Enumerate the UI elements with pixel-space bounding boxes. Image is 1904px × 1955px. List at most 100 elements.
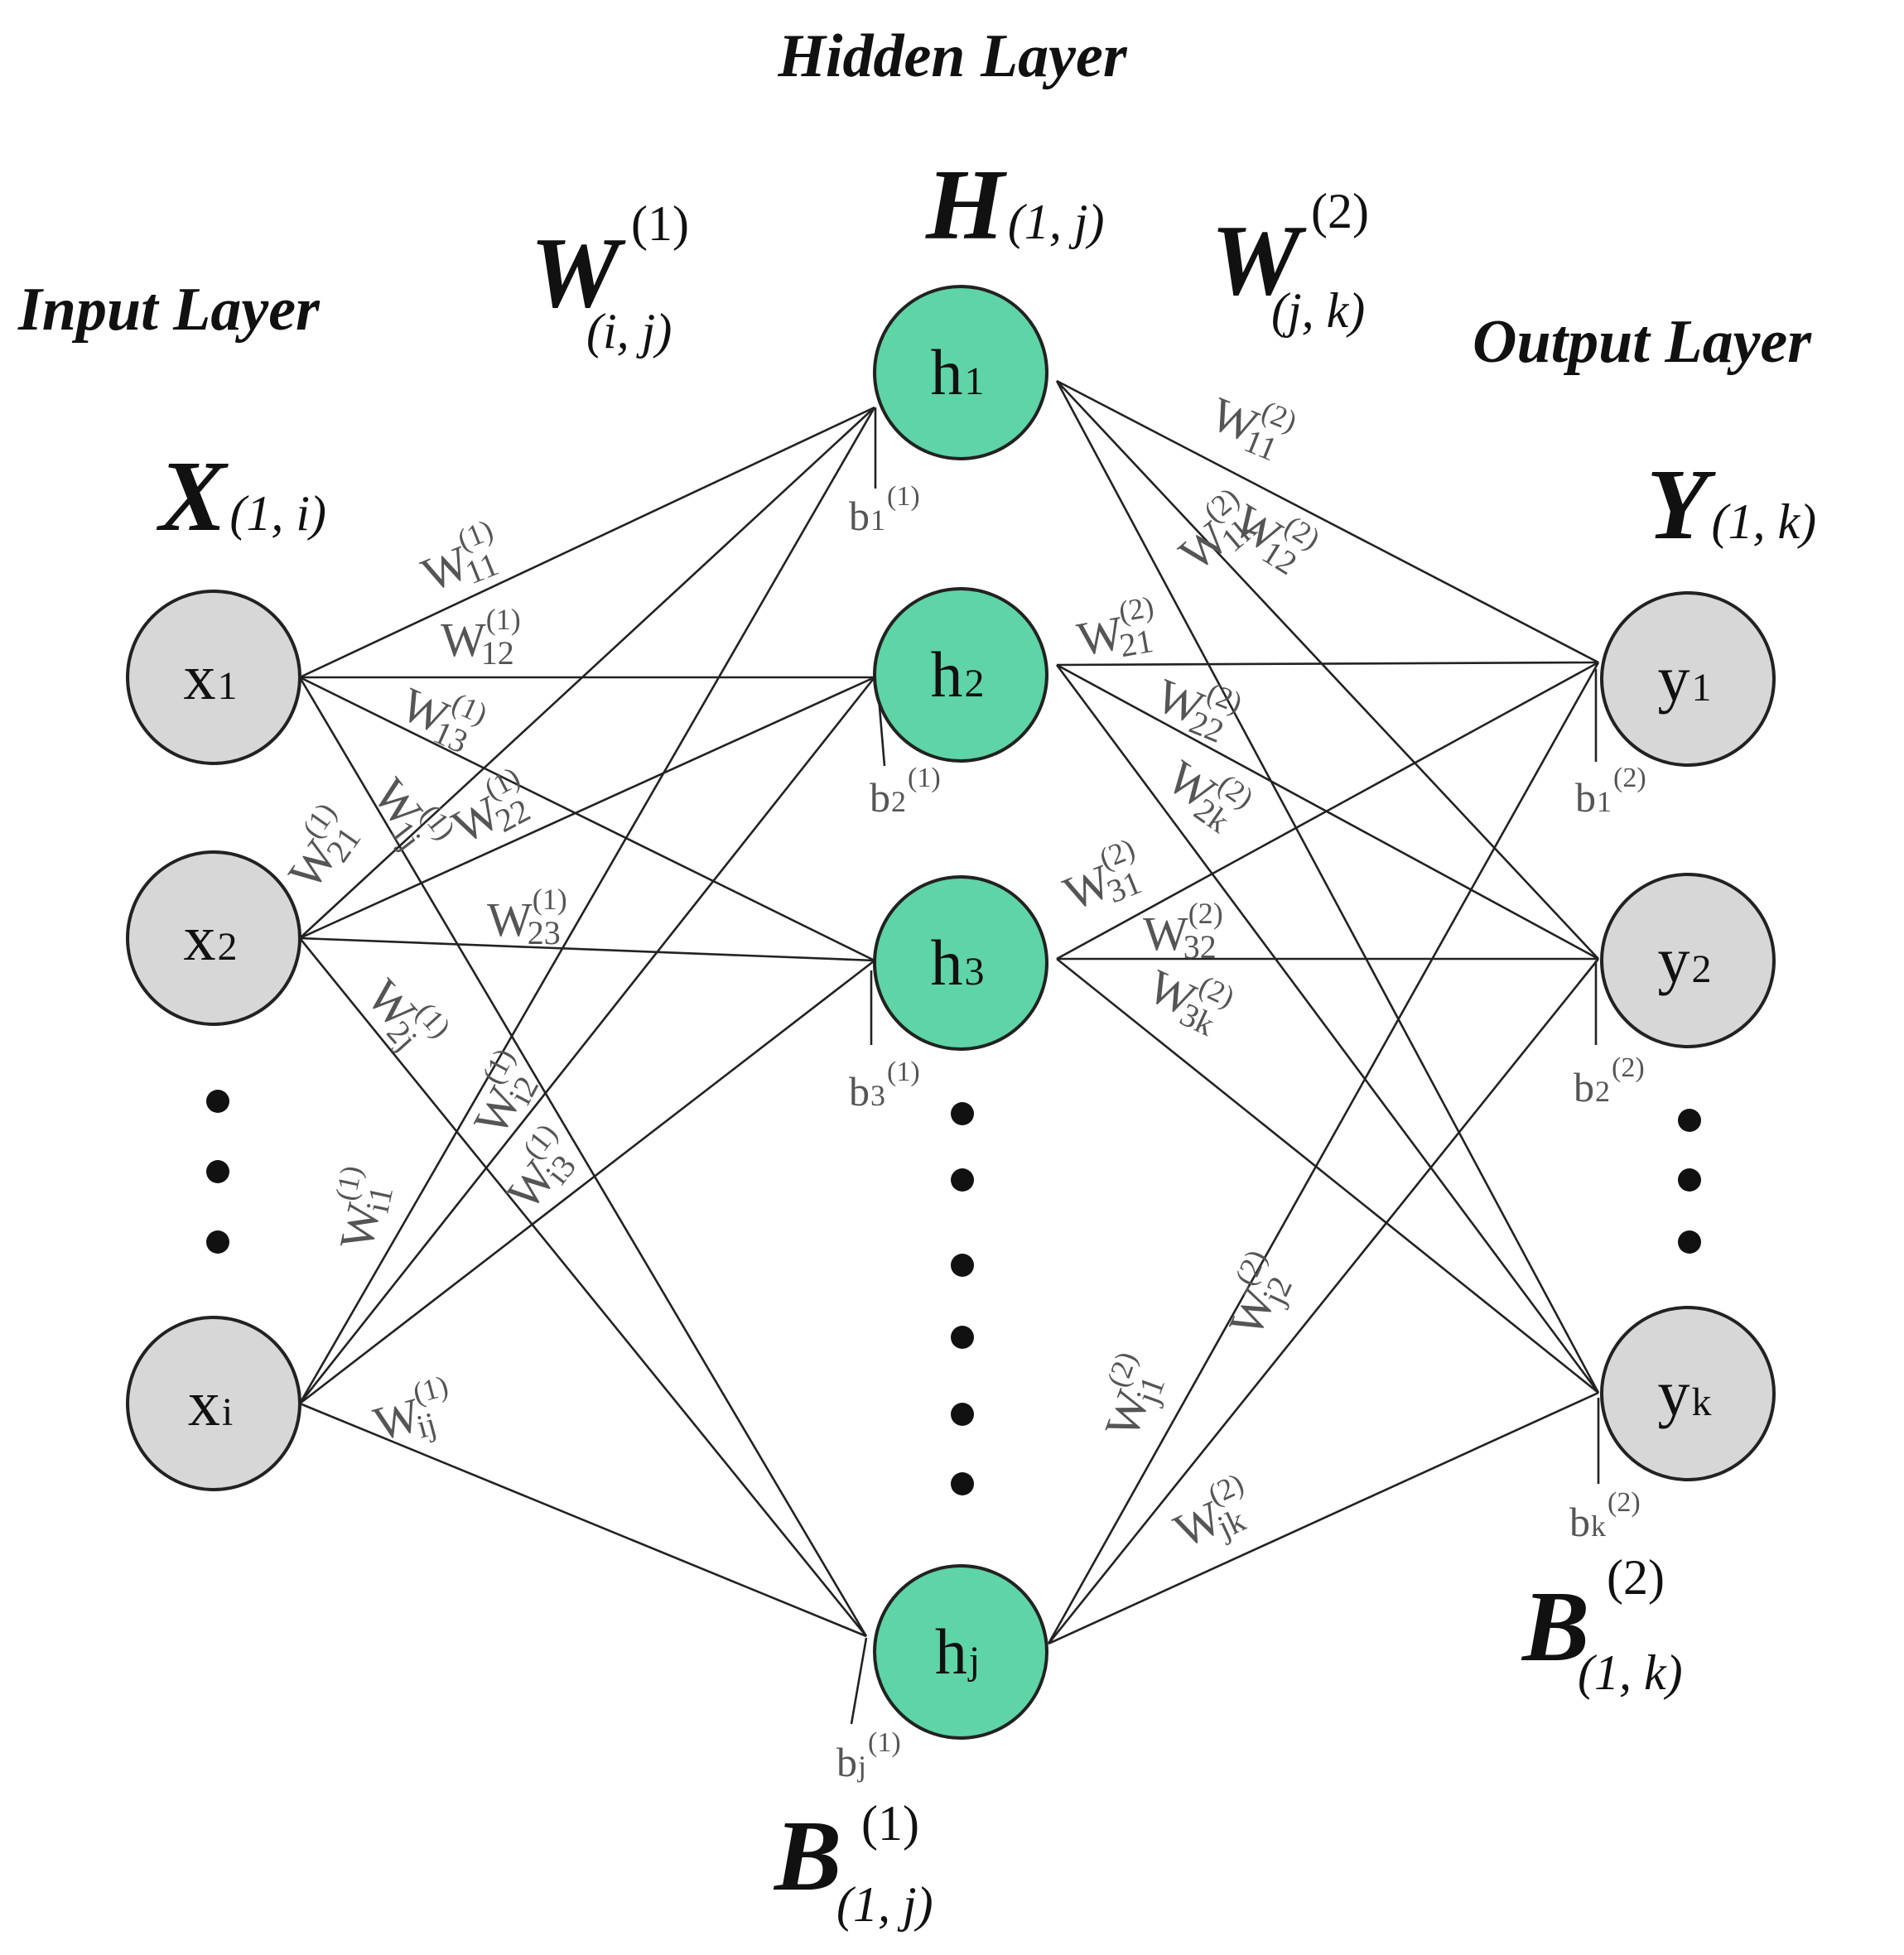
bias-label-b1-2: b1(2) <box>1575 763 1646 821</box>
bias-main: b <box>870 774 890 821</box>
node-xi-sub: i <box>222 1390 233 1434</box>
node-y2: y2 <box>1600 873 1776 1048</box>
ellipsis-dot-2 <box>206 1160 229 1183</box>
node-hj-sub: j <box>967 1639 980 1683</box>
node-h3-main: h <box>931 927 963 999</box>
weight-main: W <box>1073 605 1127 667</box>
edge-x2-hj <box>298 937 868 1637</box>
matrix-w2-sub: (j, k) <box>1271 283 1365 338</box>
matrix-b2-label: B (2) (1, k) <box>1521 1550 1683 1700</box>
matrix-w2-sup: (2) <box>1311 184 1369 238</box>
bias-sub: k <box>1591 1510 1606 1543</box>
node-x1-circle <box>126 590 301 765</box>
weight-label-wi1-1: W(1)i1 <box>319 1163 402 1255</box>
node-yk: yk <box>1600 1306 1776 1481</box>
node-x2-sub: 2 <box>218 925 238 969</box>
node-h1-sub: 1 <box>965 359 985 403</box>
weight-sup: (1) <box>329 1163 369 1203</box>
weight-label-wj1-2: W(2)j1 <box>1085 1347 1177 1446</box>
matrix-w2-label: W (2) (j, k) <box>1211 184 1369 338</box>
bias-ticks <box>850 407 1600 1725</box>
matrix-h-main: H <box>925 149 1007 261</box>
edge-h3-y1 <box>1056 661 1599 961</box>
edge-hj-y2 <box>1047 958 1600 1644</box>
node-y1: y1 <box>1600 591 1776 767</box>
bias-tick-hj <box>850 1637 868 1725</box>
node-x2-label: x2 <box>184 902 238 974</box>
edge-h1-yk <box>1055 380 1600 1394</box>
bias-main: b <box>849 1068 870 1115</box>
edge-xi-h3 <box>299 959 875 1405</box>
edge-x2-h2 <box>299 676 875 940</box>
weight-sub: 21 <box>1116 622 1155 664</box>
weight-label-w32-2: W(2)32 <box>1143 897 1223 965</box>
weight-sup: (2) <box>1188 897 1223 930</box>
node-hj-main: h <box>935 1616 967 1688</box>
node-y2-sub: 2 <box>1692 947 1712 991</box>
node-xi-main: x <box>188 1367 220 1439</box>
connection-lines <box>298 379 1600 1645</box>
bias-labels: b1(1)b2(1)b3(1)bj(1)b1(2)b2(2)bk(2) <box>836 481 1646 1785</box>
matrix-y-sub: (1, k) <box>1712 494 1817 549</box>
weight-sub: 32 <box>1183 928 1217 965</box>
node-x1-main: x <box>184 641 216 713</box>
bias-main: b <box>1574 1064 1594 1110</box>
bias-sup: (1) <box>887 1057 920 1087</box>
bias-label-bk-2: bk(2) <box>1569 1487 1641 1545</box>
node-hj: hj <box>873 1564 1048 1740</box>
edge-xi-h1 <box>298 407 876 1404</box>
hidden-layer-title: Hidden Layer <box>777 22 1128 90</box>
weight-label-w11-1: W(1)11 <box>411 513 511 606</box>
edge-h1-y2 <box>1056 380 1599 960</box>
weight-main: W <box>441 613 486 667</box>
matrix-b2-sub: (1, k) <box>1578 1645 1683 1700</box>
ellipsis-dot-4 <box>951 1102 974 1125</box>
edge-hj-yk <box>1048 1391 1599 1645</box>
bias-main: b <box>836 1739 857 1785</box>
node-y1-circle <box>1600 591 1776 767</box>
weight-sup: (1) <box>533 883 567 916</box>
weight-label-w11-2: W(2)11 <box>1202 378 1302 471</box>
matrix-w1-sup: (1) <box>631 196 689 251</box>
node-y1-main: y <box>1658 643 1690 715</box>
weight-label-w31-2: W(2)31 <box>1053 831 1153 925</box>
matrix-b2-sup: (2) <box>1607 1550 1665 1605</box>
ellipsis-dot-11 <box>1678 1168 1701 1192</box>
weight-sup: (2) <box>1116 590 1156 628</box>
node-h3: h3 <box>873 875 1048 1051</box>
ellipsis-dots <box>206 1090 1701 1495</box>
node-x1-label: x1 <box>184 641 238 713</box>
weight-label-w13-1: W(1)13 <box>391 668 492 763</box>
edge-xi-hj <box>299 1402 867 1638</box>
weight-label-w2j-1: W(1)2j <box>353 962 457 1067</box>
node-h2-main: h <box>931 638 963 710</box>
node-h1: h1 <box>873 285 1048 460</box>
node-x2-circle <box>126 850 301 1026</box>
weight-label-wjk-2: W(2)jk <box>1162 1466 1264 1563</box>
matrix-b2-main: B <box>1521 1571 1589 1683</box>
node-y1-sub: 1 <box>1692 666 1712 710</box>
node-xi: xi <box>126 1316 301 1491</box>
weight-label-w23-1: W(1)23 <box>487 883 567 951</box>
bias-sup: (2) <box>1612 1052 1645 1083</box>
bias-sub: j <box>856 1750 866 1783</box>
bias-sub: 1 <box>1597 785 1612 818</box>
matrix-b1-main: B <box>773 1800 841 1912</box>
weight-label-w1j-1: W(1)1j <box>359 763 462 868</box>
weight-label-wij-1: W(1)ij <box>365 1369 460 1456</box>
node-hj-circle <box>873 1564 1048 1740</box>
edge-h2-yk <box>1055 664 1600 1394</box>
node-yk-main: y <box>1658 1357 1690 1429</box>
weight-label-w2k-2: W(2)2k <box>1154 742 1260 844</box>
ellipsis-dot-5 <box>951 1168 974 1192</box>
ellipsis-dot-12 <box>1678 1230 1701 1254</box>
bias-label-b3-1: b3(1) <box>849 1057 920 1115</box>
node-h1-circle <box>873 285 1048 460</box>
bias-sup: (1) <box>908 763 941 793</box>
matrix-y-label: Y(1, k) <box>1646 449 1816 561</box>
weight-sup: (1) <box>486 603 521 636</box>
matrix-h-label: H(1, j) <box>925 149 1105 261</box>
node-xi-circle <box>126 1316 301 1491</box>
